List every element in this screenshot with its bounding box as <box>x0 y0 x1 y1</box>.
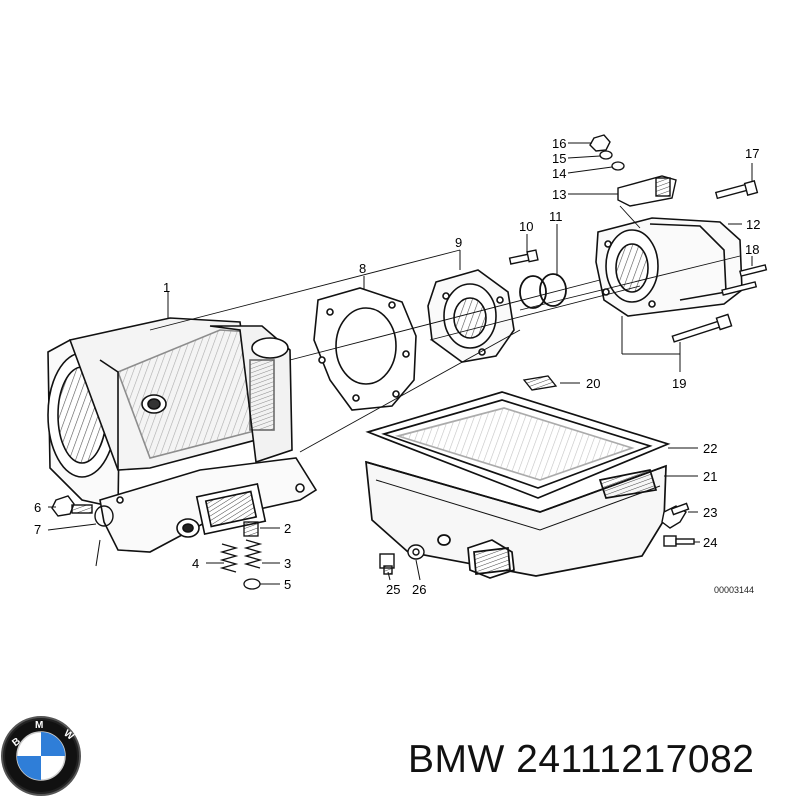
washer-14 <box>611 161 625 171</box>
transmission-housing <box>47 317 318 553</box>
pump-plate-9 <box>427 269 515 363</box>
part-number-title: BMW 24111217082 <box>408 738 755 781</box>
pad-20 <box>522 375 558 391</box>
callout-15: 15 <box>552 151 566 166</box>
seal-rings-11 <box>519 273 567 309</box>
callout-24: 24 <box>703 535 717 550</box>
callout-18: 18 <box>745 242 759 257</box>
bolt-17 <box>714 180 759 200</box>
callout-labels: 1 2 3 4 5 6 7 8 9 10 11 12 13 14 15 16 1… <box>34 136 760 597</box>
callout-14: 14 <box>552 166 566 181</box>
callout-22: 22 <box>703 441 717 456</box>
bolts-18 <box>721 264 768 296</box>
spring-3 <box>243 539 263 569</box>
pan-gasket-22 <box>365 391 671 499</box>
callout-6: 6 <box>34 500 41 515</box>
selector-lever-13 <box>617 175 677 207</box>
callout-23: 23 <box>703 505 717 520</box>
callout-1: 1 <box>163 280 170 295</box>
nut-16 <box>589 134 611 152</box>
callout-7: 7 <box>34 522 41 537</box>
clip-5 <box>243 578 261 590</box>
callout-25: 25 <box>386 582 400 597</box>
seal-ring-7 <box>94 505 114 527</box>
callout-11: 11 <box>549 209 563 224</box>
spring-4 <box>219 543 239 573</box>
callout-3: 3 <box>284 556 291 571</box>
callout-17: 17 <box>745 146 759 161</box>
plug-6 <box>51 495 93 517</box>
callout-8: 8 <box>359 261 366 276</box>
long-bolt-19 <box>671 313 733 343</box>
drain-plug-25 <box>379 553 395 575</box>
callout-2: 2 <box>284 521 291 536</box>
bmw-logo: B M W <box>1 716 81 796</box>
svg-text:M: M <box>35 720 43 731</box>
clamp-23 <box>661 502 690 529</box>
callout-21: 21 <box>703 469 717 484</box>
callout-26: 26 <box>412 582 426 597</box>
leader-lines <box>47 142 753 585</box>
callout-9: 9 <box>455 235 462 250</box>
callout-4: 4 <box>192 556 199 571</box>
oil-pan-21 <box>365 460 667 579</box>
callout-16: 16 <box>552 136 566 151</box>
callout-10: 10 <box>519 219 533 234</box>
callout-20: 20 <box>586 376 600 391</box>
callout-12: 12 <box>746 217 760 232</box>
bolt-10 <box>508 249 539 265</box>
washer-26 <box>407 544 425 560</box>
gasket-8 <box>313 287 417 411</box>
callout-19: 19 <box>672 376 686 391</box>
reference-code: 00003144 <box>714 585 754 595</box>
plug-2 <box>243 521 259 537</box>
spring-washer-15 <box>599 150 613 160</box>
callout-13: 13 <box>552 187 566 202</box>
screw-24 <box>663 535 695 547</box>
callout-5: 5 <box>284 577 291 592</box>
extension-housing-12 <box>595 217 743 317</box>
